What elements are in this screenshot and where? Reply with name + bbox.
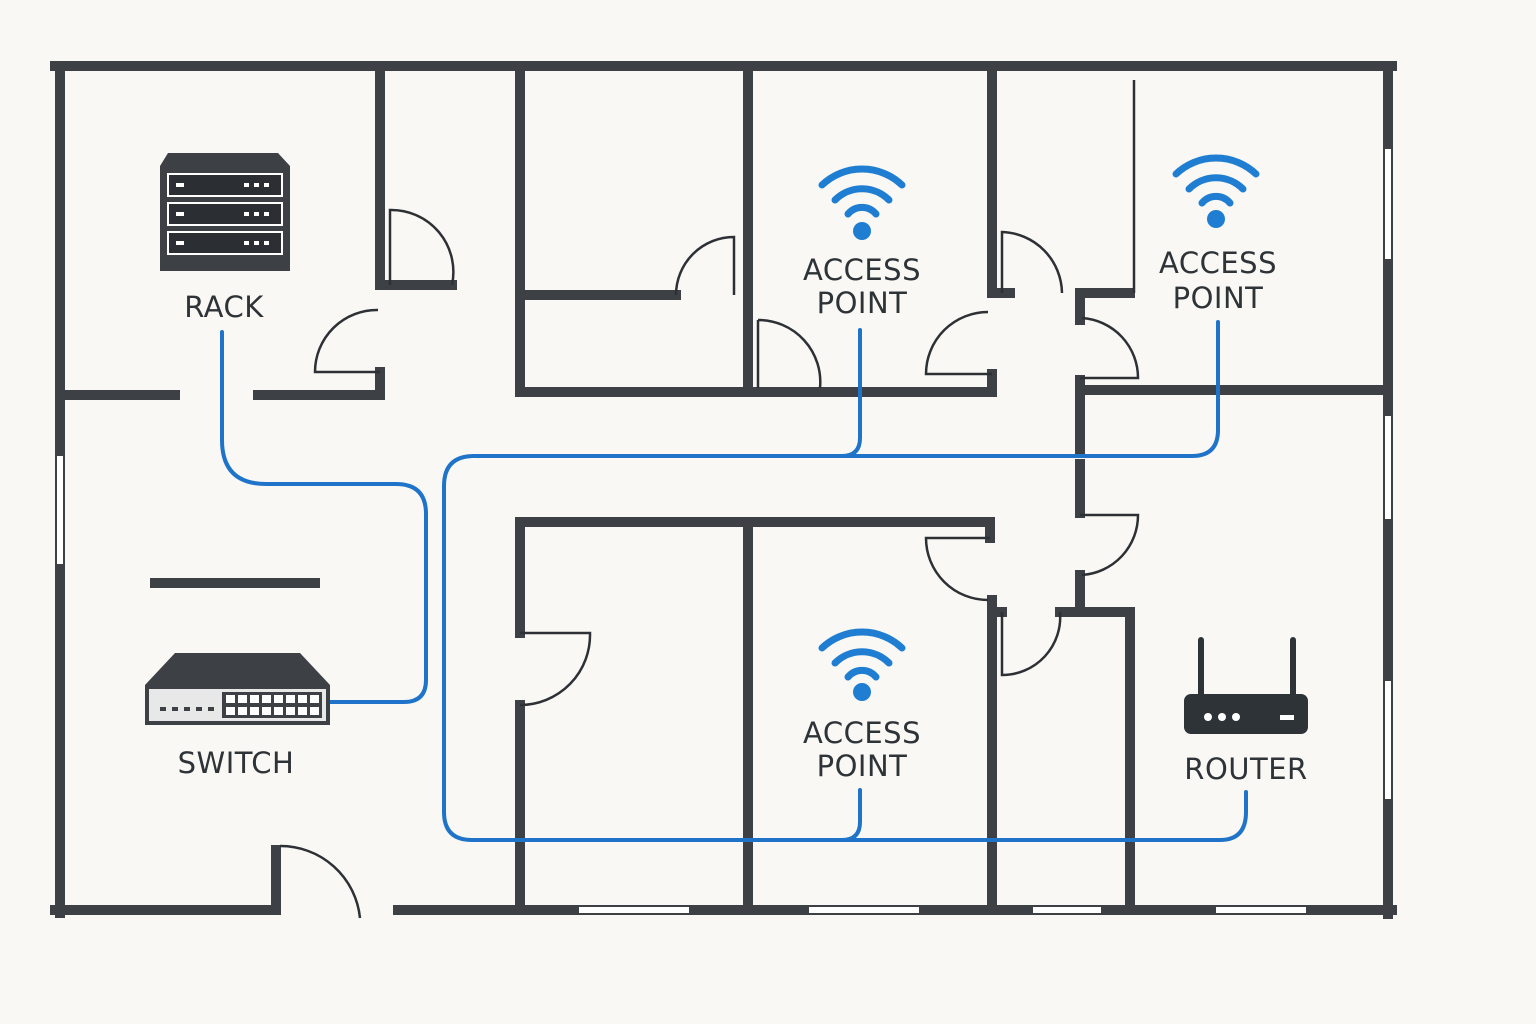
window-bottom-4 — [1214, 905, 1308, 915]
access-point-upper-middle[interactable]: ACCESS POINT — [803, 165, 921, 320]
door-rack-room — [313, 308, 380, 374]
access-point-label-line1: ACCESS — [803, 253, 921, 287]
door-ap-room-upper — [756, 318, 822, 389]
door-upper-hall-right — [1080, 316, 1140, 380]
server-rack-icon — [160, 153, 290, 271]
door-lower-ap-room — [924, 536, 990, 602]
window-left — [55, 454, 65, 566]
window-right-mid — [1383, 414, 1393, 521]
switch-label: SWITCH — [178, 746, 295, 780]
wifi-icon — [1172, 154, 1260, 228]
door-entry — [279, 844, 362, 919]
door-closet-a — [388, 208, 455, 286]
router-device[interactable]: ROUTER — [1184, 637, 1308, 786]
access-point-label-line2: POINT — [1173, 281, 1264, 315]
windows — [55, 147, 1393, 915]
access-point-upper-right[interactable]: ACCESS POINT — [1159, 154, 1277, 315]
router-icon — [1184, 637, 1308, 734]
door-lower-hall-right — [1080, 513, 1140, 577]
access-point-label-line2: POINT — [817, 749, 908, 783]
network-switch-icon — [145, 653, 330, 725]
access-point-label-line2: POINT — [817, 286, 908, 320]
door-lower-left-room — [519, 631, 592, 707]
window-right-upper — [1383, 147, 1393, 261]
window-bottom-1 — [577, 905, 691, 915]
cable-ap-lower — [840, 788, 862, 842]
doors — [279, 208, 1140, 919]
door-upper-hall-top — [1000, 230, 1064, 294]
rack-device[interactable]: RACK — [160, 153, 290, 324]
door-lower-closet — [1000, 611, 1062, 677]
access-point-label-line1: ACCESS — [1159, 246, 1277, 280]
door-closet-b — [674, 235, 736, 296]
window-right-lower — [1383, 679, 1393, 801]
cable-rack-to-switch — [220, 330, 428, 704]
router-label: ROUTER — [1184, 752, 1307, 786]
wifi-icon — [818, 165, 906, 240]
door-upper-hall-left — [924, 310, 992, 376]
cable-ap-upper-right — [840, 320, 1220, 458]
network-cables — [220, 320, 1248, 842]
rack-label: RACK — [184, 290, 264, 324]
wifi-icon — [818, 628, 906, 701]
access-point-lower-middle[interactable]: ACCESS POINT — [803, 628, 921, 783]
switch-device[interactable]: SWITCH — [145, 653, 330, 780]
window-bottom-3 — [1031, 905, 1103, 915]
access-point-label-line1: ACCESS — [803, 716, 921, 750]
window-bottom-2 — [807, 905, 921, 915]
